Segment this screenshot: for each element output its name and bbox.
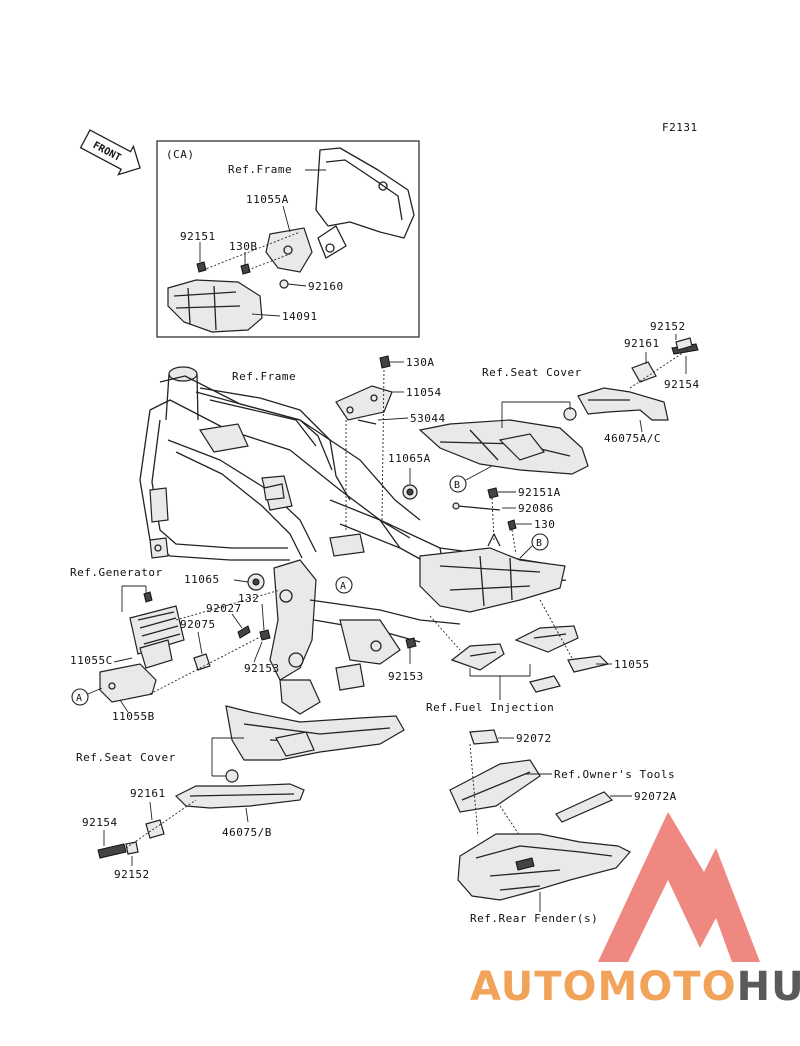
top-bracket-group [335, 355, 418, 532]
label-inset-ref-frame: Ref.Frame [228, 163, 292, 176]
marker-a-left: A [71, 687, 103, 706]
label-inset-92151: 92151 [180, 230, 216, 243]
label-53044: 53044 [410, 412, 446, 425]
marker-b-top-letter: B [454, 480, 460, 491]
label-inset-11055A: 11055A [246, 193, 289, 206]
figure-code: F2131 [662, 121, 698, 134]
label-11054: 11054 [406, 386, 442, 399]
label-92086: 92086 [518, 502, 554, 515]
label-92152-top: 92152 [650, 320, 686, 333]
label-ref-generator: Ref.Generator [70, 566, 163, 579]
watermark-text: AUTOMOTOHUB [470, 964, 800, 1010]
inset-tag: (CA) [166, 148, 195, 161]
label-ref-seat-cover-bottom: Ref.Seat Cover [76, 751, 176, 764]
marker-b-mid: B [519, 533, 549, 559]
label-92151A: 92151A [518, 486, 561, 499]
label-130A: 130A [406, 356, 435, 369]
label-ref-owners-tools: Ref.Owner's Tools [554, 768, 675, 781]
watermark-triangle-icon [598, 812, 760, 962]
label-92027: 92027 [206, 602, 242, 615]
label-46075AC: 46075A/C [604, 432, 661, 445]
label-132: 132 [238, 592, 259, 605]
label-ref-rear-fender: Ref.Rear Fender(s) [470, 912, 598, 925]
label-92152-bottom: 92152 [114, 868, 150, 881]
marker-a-left-letter: A [76, 693, 82, 704]
label-11055B: 11055B [112, 710, 155, 723]
label-ref-seat-cover-top: Ref.Seat Cover [482, 366, 582, 379]
marker-b-top: B [449, 465, 493, 493]
rear-fender-group [449, 729, 632, 912]
watermark-part1: AUTOMOTO [470, 964, 737, 1010]
seat-cover-bottom-group [97, 705, 405, 866]
label-inset-130B: 130B [229, 240, 258, 253]
regulator-group [99, 573, 281, 703]
marker-a-mid: A [335, 576, 353, 594]
label-92075: 92075 [180, 618, 216, 631]
main-frame [139, 366, 567, 715]
label-130: 130 [534, 518, 555, 531]
label-92154-bottom: 92154 [82, 816, 118, 829]
label-inset-92160: 92160 [308, 280, 344, 293]
label-ref-fuel-injection: Ref.Fuel Injection [426, 701, 554, 714]
label-92153-left: 92153 [244, 662, 280, 675]
label-inset-14091: 14091 [282, 310, 318, 323]
watermark: AUTOMOTOHUB [470, 812, 800, 1010]
label-92161-bottom: 92161 [130, 787, 166, 800]
label-92154-top: 92154 [664, 378, 700, 391]
front-arrow-icon: FRONT [79, 129, 141, 176]
label-92072A: 92072A [634, 790, 677, 803]
label-92153-mid: 92153 [388, 670, 424, 683]
fuel-injection-group [405, 599, 612, 700]
marker-b-mid-letter: B [536, 538, 542, 549]
label-92072: 92072 [516, 732, 552, 745]
marker-a-mid-letter: A [340, 581, 346, 592]
mid-right-fasteners [452, 487, 532, 555]
watermark-part2: HUB [737, 964, 800, 1010]
label-11065: 11065 [184, 573, 220, 586]
label-11055: 11055 [614, 658, 650, 671]
label-ref-frame: Ref.Frame [232, 370, 296, 383]
seat-cover-top-group [418, 334, 699, 475]
label-11065A: 11065A [388, 452, 431, 465]
label-92161-top: 92161 [624, 337, 660, 350]
label-46075B: 46075/B [222, 826, 272, 839]
inset-ca: (CA) [156, 140, 420, 338]
label-11055C: 11055C [70, 654, 113, 667]
